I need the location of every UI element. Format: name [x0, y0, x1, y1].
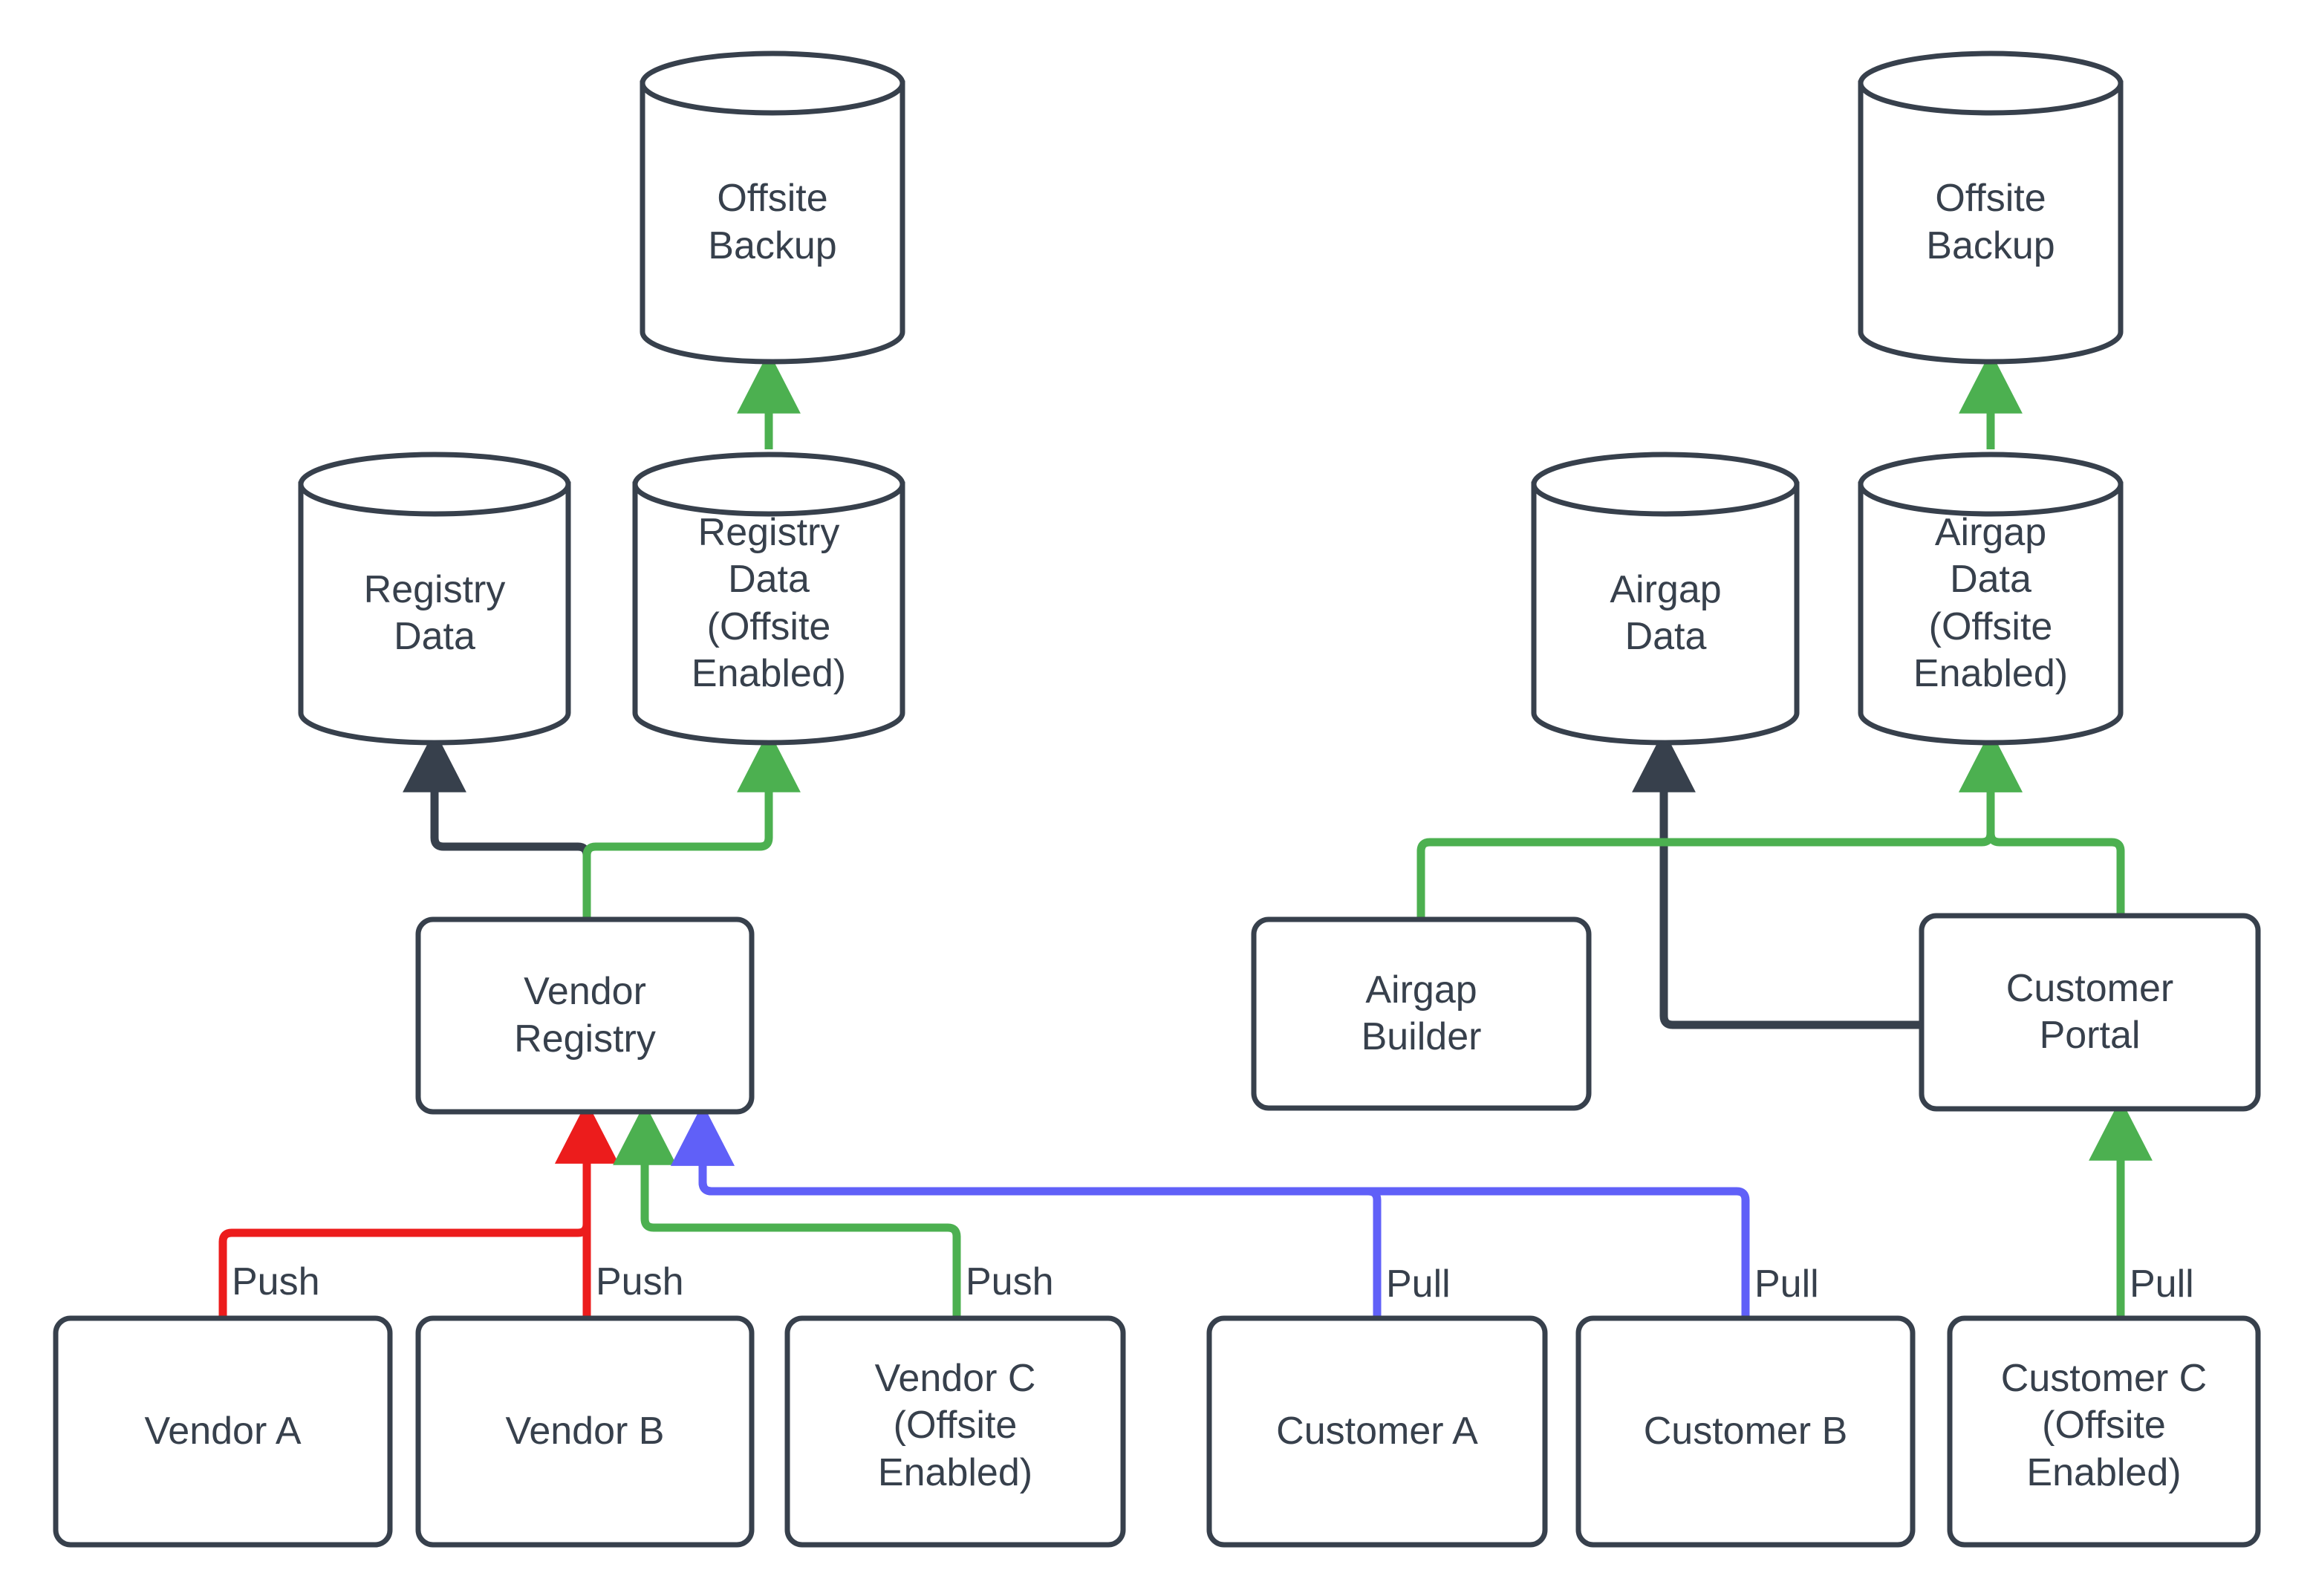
edge-vendor-c-to-vendor-registry [613, 1103, 961, 1318]
node-customer-b[interactable] [1575, 1315, 1916, 1548]
node-vendor-a[interactable] [53, 1315, 393, 1548]
edge-customer-portal-to-airgap-data-offsite [1959, 730, 2125, 916]
node-customer-a[interactable] [1206, 1315, 1548, 1548]
edge-label-push-vendor-a: Push [232, 1260, 320, 1303]
database-offsite-backup-right[interactable] [1858, 51, 2124, 365]
database-airgap-data[interactable] [1531, 452, 1800, 746]
node-vendor-registry[interactable] [415, 916, 755, 1115]
database-offsite-backup-left[interactable] [640, 51, 905, 365]
database-registry-data-offsite[interactable] [632, 452, 905, 746]
edge-customer-b-to-vendor-registry [671, 1104, 1750, 1318]
edge-label-pull-customer-c: Pull [2130, 1263, 2194, 1306]
node-airgap-builder[interactable] [1251, 916, 1592, 1111]
edge-label-pull-customer-b: Pull [1754, 1263, 1819, 1306]
edge-vendor-registry-to-registry-data-offsite [582, 730, 801, 919]
edge-label-push-vendor-c: Push [966, 1260, 1054, 1303]
node-customer-c[interactable] [1947, 1315, 2261, 1548]
node-vendor-b[interactable] [415, 1315, 755, 1548]
edge-customer-portal-to-airgap-data [1632, 730, 1922, 1029]
node-vendor-c[interactable] [784, 1315, 1126, 1548]
database-registry-data[interactable] [298, 452, 571, 746]
edge-airgap-builder-to-airgap-data-offsite [1416, 730, 2023, 919]
edge-vendor-registry-to-registry-data [403, 730, 591, 919]
edge-label-pull-customer-a: Pull [1386, 1263, 1451, 1306]
edge-label-push-vendor-b: Push [596, 1260, 684, 1303]
node-customer-portal[interactable] [1919, 913, 2261, 1112]
database-airgap-data-offsite[interactable] [1858, 452, 2124, 746]
